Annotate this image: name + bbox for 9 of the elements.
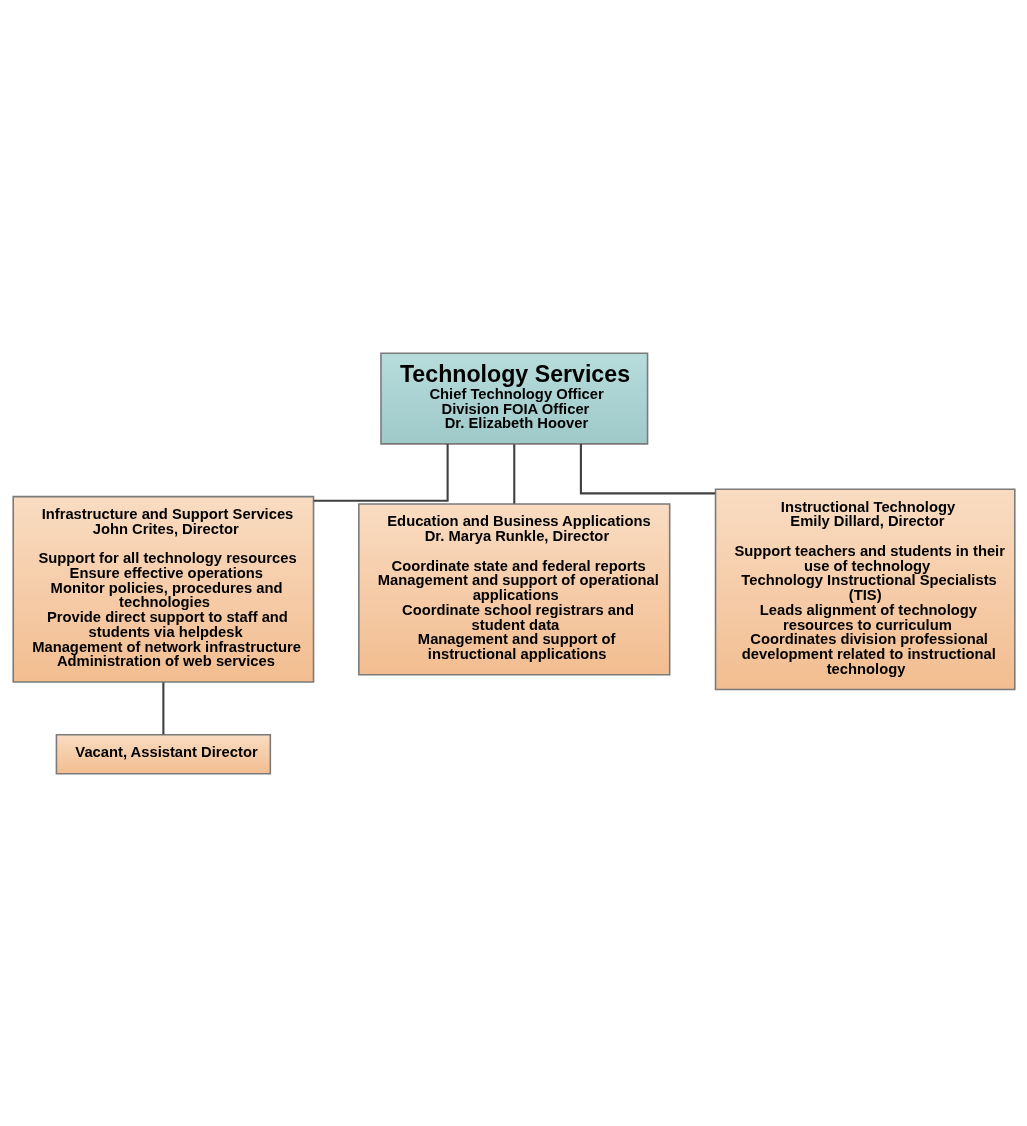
connector (579, 443, 715, 494)
connector (512, 443, 515, 504)
node-box: Vacant, Assistant Director (55, 733, 271, 774)
connector (161, 681, 164, 734)
node-box: Infrastructure and Support Services John Crites, Director Support for all technology resources Ensure effective operations Monitor policies, procedures and technologies Provide direct support to staff and students via helpdesk Management of network infrastructure Administration of web services (11, 495, 314, 683)
node-box: Technology Services Chief Technology Officer Division FOIA Officer Dr. Elizabeth Hoover (379, 352, 648, 445)
node-box: Instructional Technology Emily Dillard, Director Support teachers and students in their use of technology Technology Instructional Specialists (TIS) Leads alignment of technology resources to curriculum Coordinates division professional development related to instructional technology (714, 487, 1016, 690)
node-box: Education and Business Applications Dr. Marya Runkle, Director Coordinate state and federal reports Management and support of operational applications Coordinate school registrars and student data Management and support of instructional applications (357, 502, 670, 675)
connector (313, 443, 449, 502)
